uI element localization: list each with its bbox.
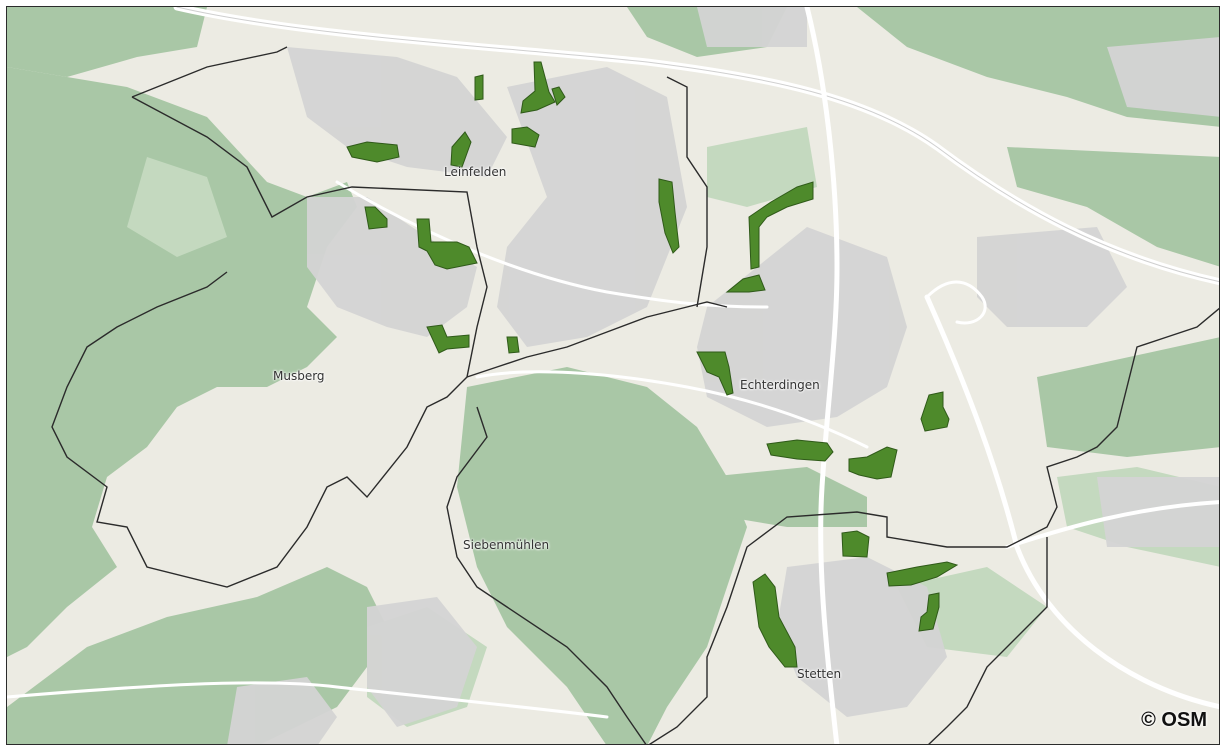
parcel	[426, 324, 470, 354]
boundary-layer	[51, 46, 1219, 744]
parcel	[416, 218, 478, 270]
parcel	[766, 439, 834, 462]
parcel	[658, 178, 680, 254]
parcel	[450, 131, 472, 168]
parcel	[886, 561, 959, 587]
parcel	[520, 61, 556, 114]
parcel	[506, 336, 520, 354]
map-canvas	[7, 7, 1219, 744]
parcel	[848, 446, 898, 480]
highlighted-parcels	[346, 61, 959, 668]
parcel	[551, 86, 566, 106]
parcel	[920, 391, 950, 432]
parcel	[364, 206, 388, 230]
map-attribution: © OSM	[1141, 709, 1207, 731]
map-viewport[interactable]: Leinfelden Musberg Echterdingen Siebenmü…	[6, 6, 1220, 745]
parcel	[474, 74, 484, 101]
parcel	[752, 573, 798, 668]
parcel	[346, 141, 400, 163]
parcel	[841, 530, 870, 558]
parcel	[748, 181, 814, 270]
roads-layer	[7, 7, 1219, 744]
parcel	[918, 592, 940, 632]
parcel	[511, 126, 540, 148]
parcel	[725, 274, 766, 293]
parcel	[696, 351, 734, 396]
